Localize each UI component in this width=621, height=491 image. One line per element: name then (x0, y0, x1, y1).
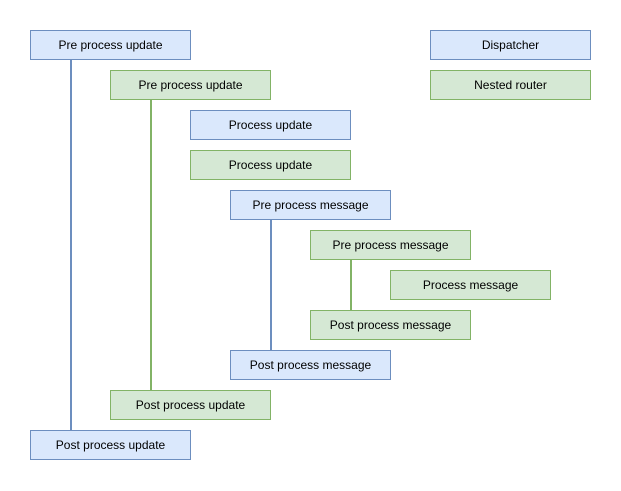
diagram-node-process-update: Process update (190, 150, 351, 180)
blue-connector-line (270, 220, 272, 350)
diagram-node-pre-process-update: Pre process update (30, 30, 191, 60)
diagram-node-post-process-update: Post process update (110, 390, 271, 420)
diagram-node-process-message: Process message (390, 270, 551, 300)
diagram-node-nested-router: Nested router (430, 70, 591, 100)
diagram-node-process-update: Process update (190, 110, 351, 140)
green-connector-line (150, 100, 152, 390)
diagram-node-pre-process-update: Pre process update (110, 70, 271, 100)
diagram-node-dispatcher: Dispatcher (430, 30, 591, 60)
diagram-node-pre-process-message: Pre process message (310, 230, 471, 260)
diagram-node-post-process-message: Post process message (310, 310, 471, 340)
green-connector-line (350, 260, 352, 310)
diagram-node-post-process-message: Post process message (230, 350, 391, 380)
blue-connector-line (70, 60, 72, 430)
diagram-node-pre-process-message: Pre process message (230, 190, 391, 220)
diagram-node-post-process-update: Post process update (30, 430, 191, 460)
